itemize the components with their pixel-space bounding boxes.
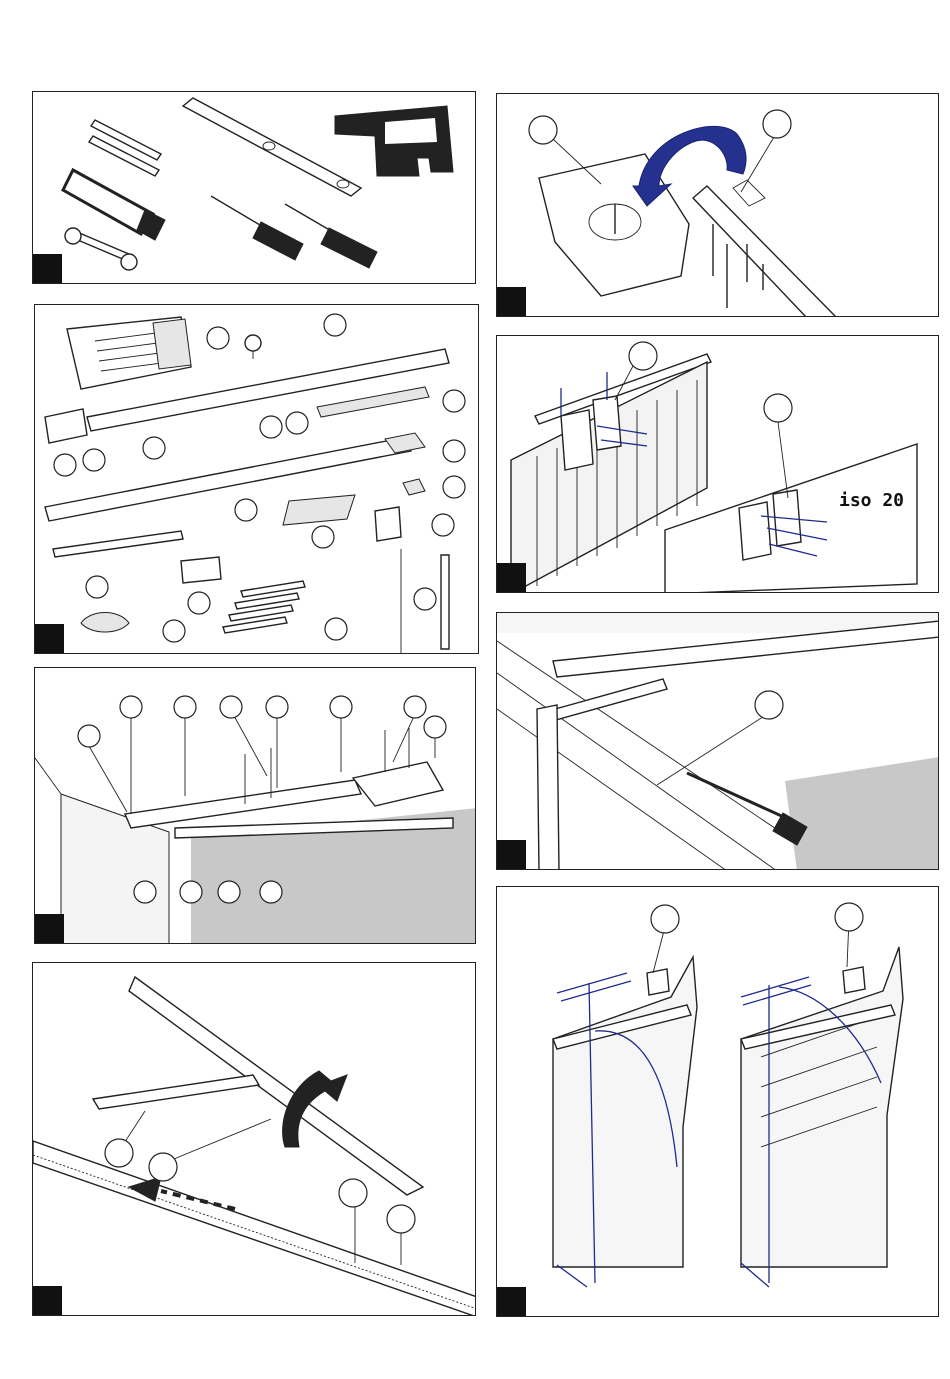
bulb-icon [245,335,261,359]
tools-panel [32,91,476,284]
step-marker [496,287,526,317]
step-marker [496,563,526,593]
door-label-iso: iso 20 [839,490,904,511]
rail-lower [45,437,411,521]
wrench-icon [65,228,137,270]
door-left [553,957,697,1287]
callout-bracket-right [835,903,863,931]
end-bracket [45,409,87,443]
door-brackets-panel: iso 20 [496,335,939,593]
callout-bracket-left [651,905,679,933]
components-illustration [35,305,479,654]
door-bracket-part [181,557,221,583]
callout-rail-bracket [763,110,791,138]
power-drill-icon [335,106,453,176]
step-marker [34,914,64,944]
callout-chain [339,1179,367,1207]
perforated-straps [223,581,305,633]
door-arm [541,679,667,723]
spirit-level-icon [183,98,361,196]
callout-lower-bracket [764,394,792,422]
rail-mounted [125,780,361,828]
ceiling-assembly-illustration [35,668,476,944]
door-brackets-illustration: iso 20 [497,336,939,593]
trolley [93,1075,259,1109]
screw-bag [283,495,355,525]
callout-trolley [105,1139,133,1167]
measurements-panel [496,886,939,1317]
tools-illustration [33,92,476,284]
door-right [741,947,903,1287]
motor-mounted [353,762,443,806]
callout-rail-end [387,1205,415,1233]
step-marker [32,254,62,284]
callout-upper-bracket [629,342,657,370]
channel-piece [317,387,429,417]
measurements-illustration [497,887,939,1317]
mount-motor-illustration [497,94,939,317]
step-marker [34,624,64,654]
rail-release-panel [32,962,476,1316]
step-marker [496,840,526,870]
ceiling-assembly-panel [34,667,476,944]
callout-motor-shaft [529,116,557,144]
door-arm-part [53,531,183,557]
step-marker [32,1286,62,1316]
door-arm-panel [496,612,939,870]
step-marker [496,1287,526,1317]
screwdriver-icons [211,196,377,268]
remote-control-icon [81,613,129,633]
drill-bits-icon [89,120,161,176]
callout-release [149,1153,177,1181]
mount-motor-panel [496,93,939,317]
motor-unit-icon [67,317,191,389]
components-panel [34,304,479,654]
door-arm-illustration [497,613,939,870]
callout-arm [755,691,783,719]
rail-release-illustration [33,963,476,1316]
